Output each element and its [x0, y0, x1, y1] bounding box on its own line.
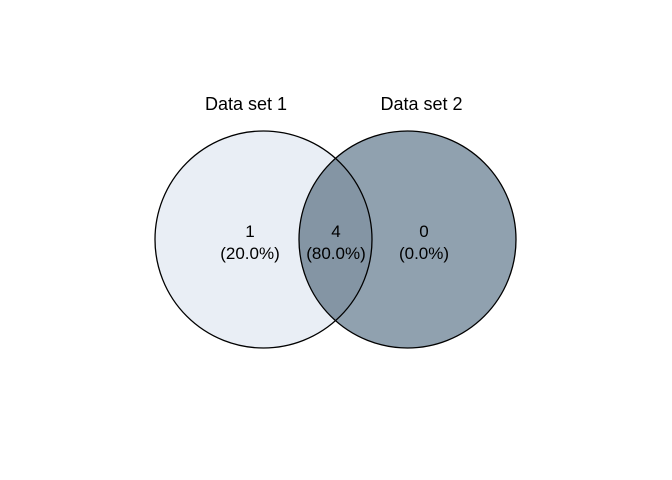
intersection-lens-fill	[298, 158, 373, 321]
set2-title: Data set 2	[380, 94, 462, 114]
set1-circle-outline	[154, 130, 373, 349]
set1-only-count: 1	[245, 222, 254, 241]
set1-only-percent: (20.0%)	[220, 244, 280, 263]
set2-only-percent: (0.0%)	[399, 244, 449, 263]
intersection-count: 4	[331, 222, 340, 241]
set1-title: Data set 1	[205, 94, 287, 114]
set2-only-count: 0	[419, 222, 428, 241]
set2-circle-outline	[298, 130, 517, 349]
intersection-percent: (80.0%)	[306, 244, 366, 263]
